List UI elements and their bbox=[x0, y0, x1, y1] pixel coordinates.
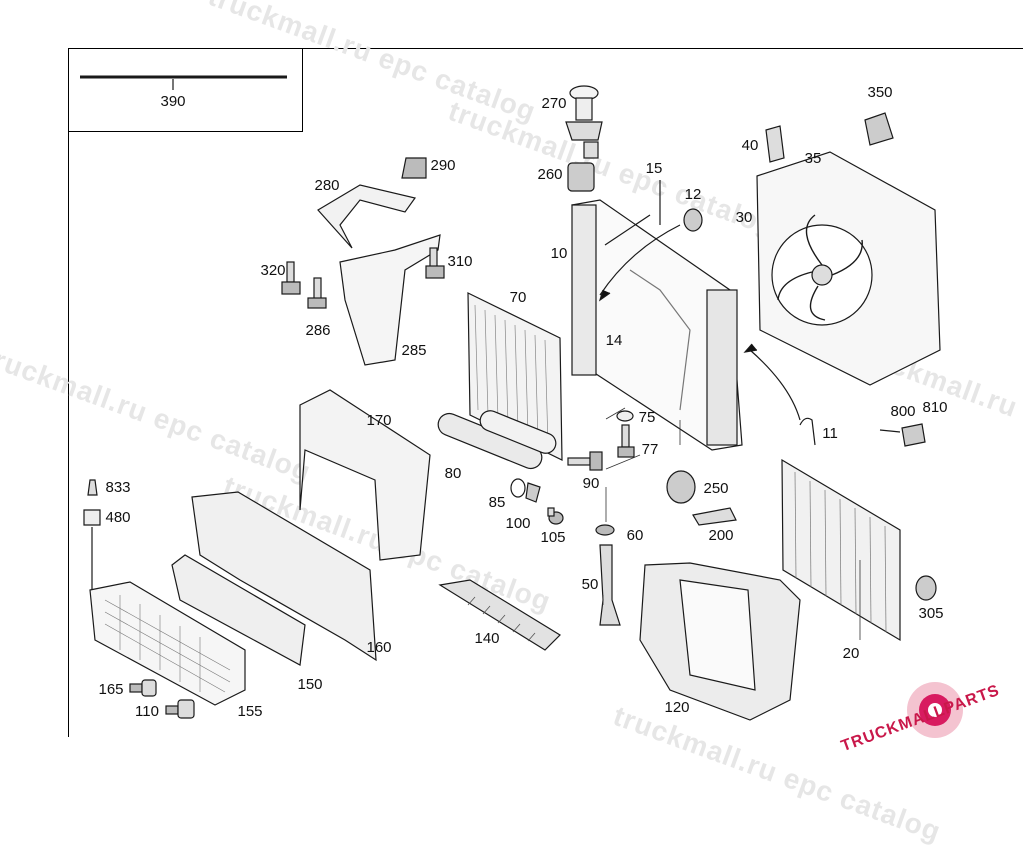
part-350 bbox=[864, 112, 894, 146]
part-label: 155 bbox=[237, 703, 263, 720]
ring-85 bbox=[510, 478, 526, 498]
part-label: 100 bbox=[505, 515, 531, 532]
part-480 bbox=[83, 509, 101, 526]
bracket-285 bbox=[339, 234, 441, 366]
part-label: 35 bbox=[804, 150, 822, 167]
part-label: 80 bbox=[444, 465, 462, 482]
arrow-15 bbox=[604, 214, 651, 246]
clip-100 bbox=[525, 482, 541, 503]
radiator-tank-left bbox=[571, 204, 597, 376]
part-label: 833 bbox=[105, 479, 131, 496]
clip-165 bbox=[129, 679, 157, 697]
part-label: 480 bbox=[105, 509, 131, 526]
clip-40 bbox=[765, 125, 785, 163]
bolt-90 bbox=[567, 451, 603, 471]
part-label: 85 bbox=[488, 494, 506, 511]
fan-blades bbox=[777, 214, 863, 321]
bolt-105 bbox=[547, 507, 564, 525]
part-label: 270 bbox=[541, 95, 567, 112]
arrow-12-head bbox=[598, 289, 611, 302]
part-label: 150 bbox=[297, 676, 323, 693]
seal-305 bbox=[915, 575, 937, 601]
part-label: 165 bbox=[98, 681, 124, 698]
inset-box bbox=[68, 48, 303, 132]
part-label: 70 bbox=[509, 289, 527, 306]
sensor-810 bbox=[901, 423, 926, 447]
part-label: 800 bbox=[890, 403, 916, 420]
screw-310 bbox=[425, 247, 445, 279]
carrier-170 bbox=[299, 389, 431, 561]
part-label: 50 bbox=[581, 576, 599, 593]
arrow-12 bbox=[599, 224, 681, 296]
part-label: 40 bbox=[741, 137, 759, 154]
part-label: 105 bbox=[540, 529, 566, 546]
part-label: 260 bbox=[537, 166, 563, 183]
bolt-77 bbox=[617, 424, 635, 458]
drain-50 bbox=[599, 544, 621, 626]
part-label: 285 bbox=[401, 342, 427, 359]
part-label: 11 bbox=[822, 425, 838, 442]
part-label: 250 bbox=[703, 480, 729, 497]
part-label: 75 bbox=[638, 409, 656, 426]
part-60 bbox=[595, 524, 615, 536]
grille-155 bbox=[89, 581, 246, 706]
part-label: 170 bbox=[366, 412, 392, 429]
arrow-11-head bbox=[743, 343, 758, 353]
part-label: 20 bbox=[842, 645, 860, 662]
part-260-top bbox=[583, 141, 599, 159]
diagram-frame bbox=[68, 48, 1023, 737]
brand-logo bbox=[907, 682, 963, 738]
part-label: 320 bbox=[260, 262, 286, 279]
bracket-280 bbox=[317, 184, 417, 249]
screw-320 bbox=[281, 261, 301, 295]
part-label: 12 bbox=[684, 186, 702, 203]
parts-diagram bbox=[80, 75, 963, 738]
part-label: 120 bbox=[664, 699, 690, 716]
part-label: 15 bbox=[645, 160, 663, 177]
arrow-11 bbox=[749, 349, 801, 421]
part-label: 14 bbox=[605, 332, 623, 349]
part-label: 77 bbox=[641, 441, 659, 458]
part-label: 90 bbox=[582, 475, 600, 492]
intercooler-20 bbox=[781, 458, 901, 642]
air-duct-160 bbox=[191, 491, 377, 662]
part-label: 350 bbox=[867, 84, 893, 101]
washer-75 bbox=[616, 410, 634, 422]
part-260 bbox=[567, 162, 595, 192]
cooler-150 bbox=[171, 554, 306, 666]
part-140 bbox=[438, 579, 561, 651]
duct-120-inner bbox=[679, 579, 756, 691]
part-label: 60 bbox=[626, 527, 644, 544]
part-label: 310 bbox=[447, 253, 473, 270]
clip-110 bbox=[165, 699, 195, 719]
part-label: 140 bbox=[474, 630, 500, 647]
sensor-leader bbox=[879, 429, 901, 433]
radiator-cap-270 bbox=[565, 85, 603, 141]
radiator-contour bbox=[629, 269, 691, 411]
part-label: 810 bbox=[922, 399, 948, 416]
bushing-290 bbox=[401, 157, 427, 179]
part-250 bbox=[666, 470, 696, 504]
drier-tube bbox=[479, 410, 557, 454]
inset-label: 390 bbox=[160, 93, 186, 110]
part-label: 280 bbox=[314, 177, 340, 194]
part-label: 290 bbox=[430, 157, 456, 174]
part-label: 286 bbox=[305, 322, 331, 339]
radiator-tank-right bbox=[706, 289, 738, 446]
hose-11 bbox=[799, 417, 816, 446]
part-label: 110 bbox=[135, 703, 159, 720]
part-label: 305 bbox=[918, 605, 944, 622]
screw-286 bbox=[307, 277, 327, 309]
part-label: 160 bbox=[366, 639, 392, 656]
seal-12 bbox=[683, 208, 703, 232]
part-label: 10 bbox=[550, 245, 568, 262]
fan-hub bbox=[811, 264, 833, 286]
part-label: 30 bbox=[735, 209, 753, 226]
bracket-200 bbox=[692, 507, 737, 526]
part-833 bbox=[87, 479, 98, 496]
part-label: 200 bbox=[708, 527, 734, 544]
